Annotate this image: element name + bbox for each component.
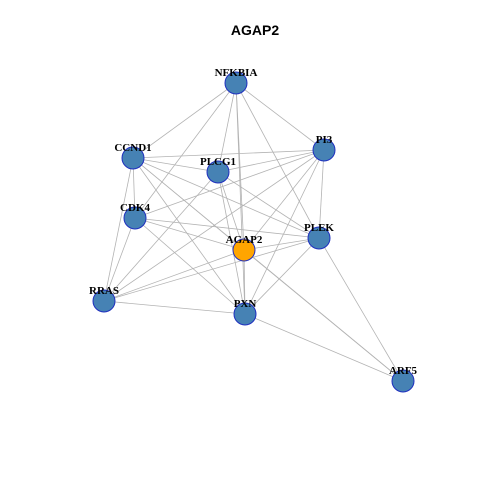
node-plcg1: PLCG1 xyxy=(200,156,236,184)
node-label-rras: RRAS xyxy=(89,285,119,297)
edge-plcg1-agap2 xyxy=(217,171,245,251)
edge-cdk4-pxn xyxy=(134,217,246,315)
edge-pi3-plek xyxy=(318,149,325,239)
edge-nfkbia-plcg1 xyxy=(217,82,237,173)
edge-cdk4-agap2 xyxy=(134,217,245,251)
edge-pi3-plcg1 xyxy=(217,149,325,173)
node-label-pxn: PXN xyxy=(234,298,257,310)
edge-plcg1-plek xyxy=(217,171,320,239)
node-plek: PLEK xyxy=(304,222,334,250)
node-label-plek: PLEK xyxy=(304,222,334,234)
node-circle-agap2 xyxy=(232,238,256,262)
edge-plcg1-pxn xyxy=(217,171,246,315)
edge-ccnd1-pxn xyxy=(132,157,246,315)
node-label-agap2: AGAP2 xyxy=(226,234,263,246)
node-label-nfkbia: NFKBIA xyxy=(215,67,258,79)
node-label-cdk4: CDK4 xyxy=(120,202,150,214)
edge-rras-pxn xyxy=(103,300,246,315)
edge-nfkbia-ccnd1 xyxy=(132,82,237,159)
graph-title: AGAP2 xyxy=(231,22,279,38)
edge-pi3-agap2 xyxy=(243,149,325,251)
edge-agap2-plek xyxy=(243,237,320,251)
edge-plek-rras xyxy=(103,237,320,302)
node-circle-rras xyxy=(92,289,116,313)
edge-plcg1-rras xyxy=(103,171,219,302)
edge-nfkbia-cdk4 xyxy=(134,82,237,219)
node-circle-cdk4 xyxy=(123,206,147,230)
edge-ccnd1-plek xyxy=(132,157,320,239)
node-pi3: PI3 xyxy=(312,134,336,162)
node-ccnd1: CCND1 xyxy=(114,142,152,170)
node-arf5: ARF5 xyxy=(389,365,418,393)
edge-ccnd1-plcg1 xyxy=(132,157,219,173)
node-agap2: AGAP2 xyxy=(226,234,263,262)
node-circle-ccnd1 xyxy=(121,146,145,170)
node-label-plcg1: PLCG1 xyxy=(200,156,236,168)
node-label-arf5: ARF5 xyxy=(389,365,418,377)
edge-cdk4-rras xyxy=(103,217,136,302)
edge-pi3-ccnd1 xyxy=(132,149,325,159)
node-circle-pi3 xyxy=(312,138,336,162)
edge-cdk4-plek xyxy=(134,217,320,239)
node-nfkbia: NFKBIA xyxy=(215,67,258,95)
node-circle-arf5 xyxy=(391,369,415,393)
edge-pi3-cdk4 xyxy=(134,149,325,219)
edge-agap2-rras xyxy=(103,249,245,302)
edge-pi3-pxn xyxy=(244,149,325,315)
node-cdk4: CDK4 xyxy=(120,202,150,230)
node-label-ccnd1: CCND1 xyxy=(114,142,151,154)
edge-nfkbia-plek xyxy=(235,82,320,239)
node-circle-plek xyxy=(307,226,331,250)
edge-pxn-arf5 xyxy=(244,313,404,382)
node-pxn: PXN xyxy=(233,298,257,326)
edge-agap2-arf5 xyxy=(243,249,404,382)
node-rras: RRAS xyxy=(89,285,119,313)
edge-ccnd1-rras xyxy=(103,157,134,302)
node-label-pi3: PI3 xyxy=(316,134,333,146)
edge-plek-pxn xyxy=(244,237,320,315)
edges-layer xyxy=(103,82,404,382)
edge-nfkbia-pxn xyxy=(235,82,246,315)
node-circle-pxn xyxy=(233,302,257,326)
node-circle-nfkbia xyxy=(224,71,248,95)
edge-nfkbia-pi3 xyxy=(235,82,325,151)
edge-plek-arf5 xyxy=(318,237,404,382)
node-circle-plcg1 xyxy=(206,160,230,184)
